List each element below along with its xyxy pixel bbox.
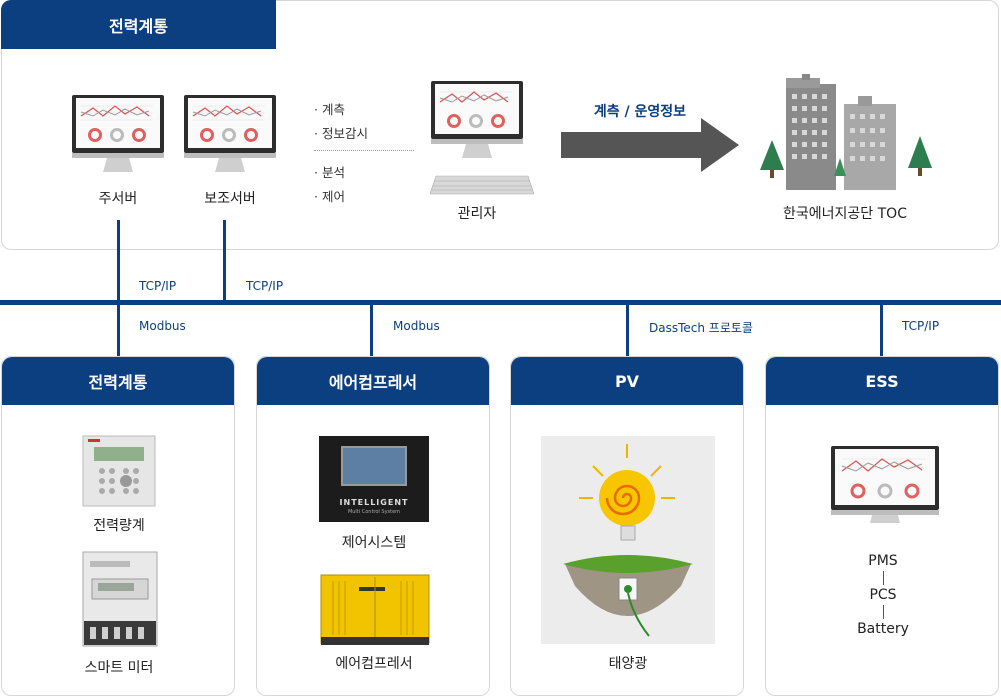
card-aircomp-title: 에어컴프레서: [257, 357, 489, 405]
dasstech-label: DassTech 프로토콜: [649, 321, 753, 335]
ess-stack-pms: PMS: [868, 553, 898, 569]
data-flow-label: 계측 / 운영정보: [593, 104, 687, 120]
toc-building-icon: [760, 74, 932, 190]
services-divider: [314, 150, 414, 151]
ess-stack-divider-2: [882, 605, 884, 619]
top-panel-title: 전력계통: [1, 0, 276, 49]
air-compressor-label: 에어컴프레서: [335, 656, 413, 672]
ess-stack-battery: Battery: [857, 621, 909, 637]
modbus1-label: Modbus: [139, 319, 186, 333]
right-arrow-icon: [561, 118, 739, 172]
card-pv-title: PV: [511, 357, 743, 405]
backup-server-label: 보조서버: [204, 191, 256, 207]
pv-link: [626, 305, 629, 357]
pms-monitor-icon: [831, 446, 939, 523]
modbus2-label: Modbus: [393, 319, 440, 333]
control-system-screen: [341, 446, 407, 486]
ess-stack-pcs: PCS: [869, 587, 897, 603]
card-power-title: 전력계통: [2, 357, 234, 405]
card-power: 전력계통 전력량계 스마트 미터: [1, 356, 235, 696]
control-system-device: INTELLIGENT Multi Control System: [319, 436, 429, 522]
smart-meter-icon: [82, 551, 158, 647]
control-system-label: 제어시스템: [341, 535, 407, 551]
manager-monitor-icon: [430, 81, 534, 195]
ess-tcp-label: TCP/IP: [902, 319, 940, 333]
service-item-measure: · 계측: [314, 102, 345, 117]
card-ess-title: ESS: [766, 357, 998, 405]
air-compressor-icon: [320, 574, 430, 645]
service-item-monitoring: · 정보감시: [314, 126, 368, 141]
toc-label: 한국에너지공단 TOC: [783, 206, 907, 222]
main-server-monitor-icon: [72, 95, 164, 172]
backup-server-monitor-icon: [184, 95, 276, 172]
card-pv: PV 태양광: [510, 356, 744, 696]
main-tcp-label: TCP/IP: [139, 279, 177, 293]
card-aircomp: 에어컴프레서 INTELLIGENT Multi Control System …: [256, 356, 490, 696]
backup-tcp-label: TCP/IP: [246, 279, 284, 293]
solar-label: 태양광: [608, 656, 648, 672]
service-item-control: · 제어: [314, 189, 345, 204]
ess-link: [880, 305, 883, 357]
ess-stack-divider-1: [882, 571, 884, 585]
network-bus: [0, 300, 1001, 305]
smart-meter-label: 스마트 미터: [84, 660, 154, 676]
main-server-label: 주서버: [98, 191, 138, 207]
main-server-link: [117, 220, 120, 357]
power-meter-label: 전력량계: [93, 518, 145, 534]
manager-label: 관리자: [457, 206, 497, 222]
service-item-analysis: · 분석: [314, 165, 345, 180]
card-ess: ESS PMS PCS Battery: [765, 356, 999, 696]
control-system-brand: INTELLIGENT: [339, 498, 409, 507]
backup-server-link: [223, 220, 226, 302]
power-meter-icon: [82, 435, 156, 507]
ess-stack: PMS PCS Battery: [766, 553, 1000, 637]
control-system-subbrand: Multi Control System: [347, 509, 401, 515]
solar-power-icon: [541, 436, 715, 644]
aircomp-link: [370, 305, 373, 357]
